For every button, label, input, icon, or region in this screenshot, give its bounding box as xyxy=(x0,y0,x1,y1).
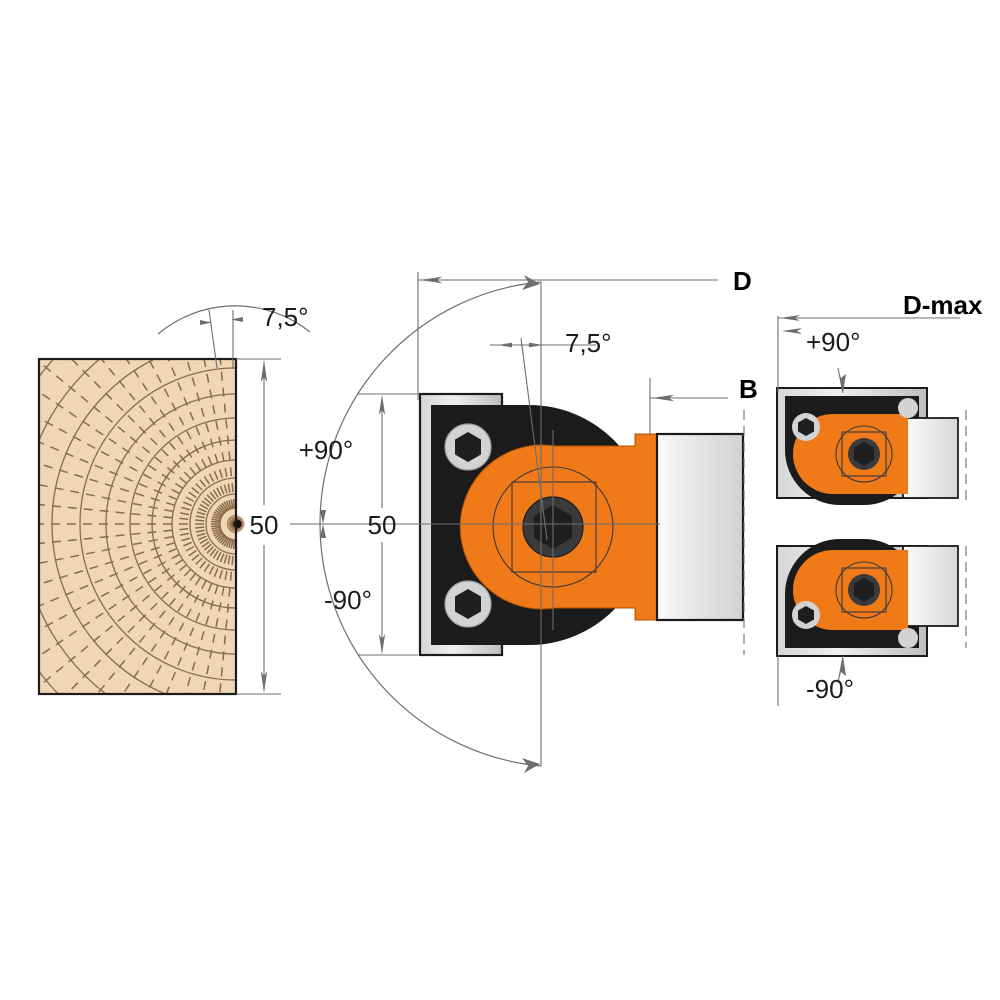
knife-tilt-line xyxy=(520,337,548,541)
dmax-lower-pointer-arrow xyxy=(838,656,846,681)
head-angle-annotation: 7,5° xyxy=(490,328,612,358)
dmax-lower-hidden-detail xyxy=(835,561,893,619)
dmax-lower-knife-fill xyxy=(903,546,958,626)
head-height-label: 50 xyxy=(368,510,397,540)
swivel-arc-arrow-bottom xyxy=(522,758,540,773)
swivel-range-annotation: +90° -90° xyxy=(299,275,542,773)
head-height-arrow-bottom xyxy=(378,634,386,654)
wood-angle-arc xyxy=(157,305,311,335)
wood-grain-group xyxy=(39,359,236,694)
dmax-plus90-label: +90° xyxy=(806,327,861,357)
diameter-dmax-dimension: D-max xyxy=(777,290,983,392)
hex-socket-icon-dmax-lower-mount xyxy=(798,606,814,624)
wood-height-arrow-bottom xyxy=(260,671,268,693)
hex-socket-icon-lower xyxy=(455,589,481,619)
swivel-minus-label: -90° xyxy=(324,585,372,615)
wood-pith-center xyxy=(233,519,242,529)
swivel-plus-label: +90° xyxy=(299,435,354,465)
diameter-d-dimension: D xyxy=(417,266,752,400)
mounting-screw-lower-ring xyxy=(444,580,492,628)
b-arrow-left xyxy=(652,394,674,402)
mounting-screw-upper xyxy=(444,423,492,471)
hex-socket-icon-upper xyxy=(455,432,481,462)
dmax-plus90-view: +90° xyxy=(776,327,967,505)
swivel-tick-lower xyxy=(320,524,326,538)
mounting-screw-lower xyxy=(444,580,492,628)
hex-socket-icon-dmax-upper xyxy=(854,442,874,466)
mounting-screw-upper-ring xyxy=(444,423,492,471)
dmax-upper-knife-fill xyxy=(903,418,958,498)
wood-angle-annotation: 7,5° xyxy=(157,302,311,369)
dmax-lower-screw-secondary xyxy=(898,628,918,648)
radial-rays xyxy=(39,359,236,694)
diameter-d-label: D xyxy=(733,266,752,296)
wood-height-arrow-top xyxy=(260,360,268,382)
swivel-arc-arrow-top xyxy=(522,275,540,290)
dmax-upper-pointer-arrow xyxy=(838,370,846,393)
d-arrow-left xyxy=(420,276,442,284)
knife-blade xyxy=(655,432,745,622)
dmax-minus90-label: -90° xyxy=(806,674,854,704)
knife-blade-outline xyxy=(655,432,745,622)
dmax-upper-screw-secondary xyxy=(898,398,918,418)
head-angle-arrow-right xyxy=(529,342,543,348)
width-b-label: B xyxy=(739,374,758,404)
dmax-arrow-upper xyxy=(780,315,800,321)
knife-carrier-outline xyxy=(459,433,658,621)
wood-height-dimension: 50 xyxy=(236,358,281,695)
diameter-dmax-label: D-max xyxy=(903,290,983,320)
wood-angle-ext-left xyxy=(208,309,218,369)
head-angle-label: 7,5° xyxy=(565,328,612,358)
wood-workpiece-view xyxy=(37,357,245,696)
wood-angle-label: 7,5° xyxy=(262,302,309,332)
head-height-dimension: 50 xyxy=(358,393,418,656)
swivel-tick-upper xyxy=(320,510,326,524)
head-height-arrow-top xyxy=(378,395,386,415)
hex-socket-icon-dmax-upper-mount xyxy=(798,418,814,436)
width-b-dimension: B xyxy=(649,374,758,655)
dmax-minus90-view: -90° xyxy=(776,539,967,706)
dmax-upper-hidden-detail xyxy=(835,425,893,483)
hex-socket-icon-dmax-lower xyxy=(854,578,874,602)
knife-blade-fill xyxy=(657,434,743,620)
dmax-arrow-lower xyxy=(782,328,802,334)
head-angle-arrow-left xyxy=(498,342,512,348)
wood-angle-arrow-right xyxy=(231,317,243,322)
wood-angle-arrow-left xyxy=(200,320,212,325)
wood-block-outline xyxy=(37,357,238,696)
wood-height-label: 50 xyxy=(250,510,279,540)
